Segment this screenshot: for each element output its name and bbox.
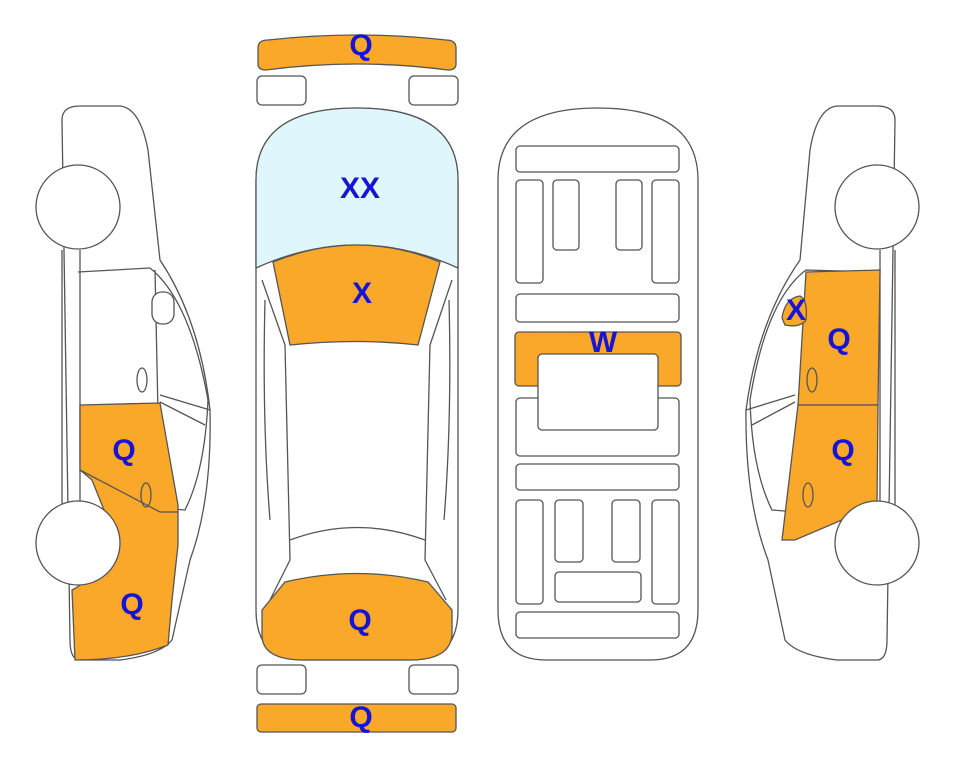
underbody-view: W	[497, 107, 699, 661]
taillight-right	[408, 664, 459, 695]
damage-label: X	[786, 294, 806, 327]
taillight-left	[256, 664, 307, 695]
door-handle-icon	[136, 367, 148, 393]
damage-label: W	[589, 326, 618, 359]
door-handle-icon	[140, 482, 152, 508]
top-view: Q XX X Q Q	[255, 29, 459, 734]
headlight-right	[408, 75, 459, 106]
right-rear-wheel	[834, 500, 920, 586]
damage-label: XX	[340, 172, 380, 205]
damage-label: Q	[349, 701, 372, 734]
rear-bumper[interactable]	[256, 703, 457, 733]
left-rear-wheel	[35, 500, 121, 586]
damage-label: Q	[349, 29, 372, 62]
front-bumper[interactable]	[257, 34, 457, 71]
left-front-wheel	[35, 164, 121, 250]
door-handle-icon	[802, 482, 814, 508]
damage-label: Q	[348, 604, 371, 637]
damage-label: Q	[112, 434, 135, 467]
right-front-wheel	[834, 164, 920, 250]
hood[interactable]	[272, 244, 441, 346]
left-side-view: Q Q	[35, 105, 211, 661]
right-side-view: X Q Q	[745, 105, 920, 661]
damage-label: Q	[120, 588, 143, 621]
right-mirror[interactable]	[781, 295, 808, 327]
door-handle-icon	[806, 367, 818, 393]
left-mirror	[151, 291, 175, 325]
trunk[interactable]	[261, 572, 453, 661]
damage-label: X	[352, 277, 372, 310]
headlight-left	[256, 75, 307, 106]
damage-label: Q	[831, 434, 854, 467]
damage-label: Q	[827, 323, 850, 356]
